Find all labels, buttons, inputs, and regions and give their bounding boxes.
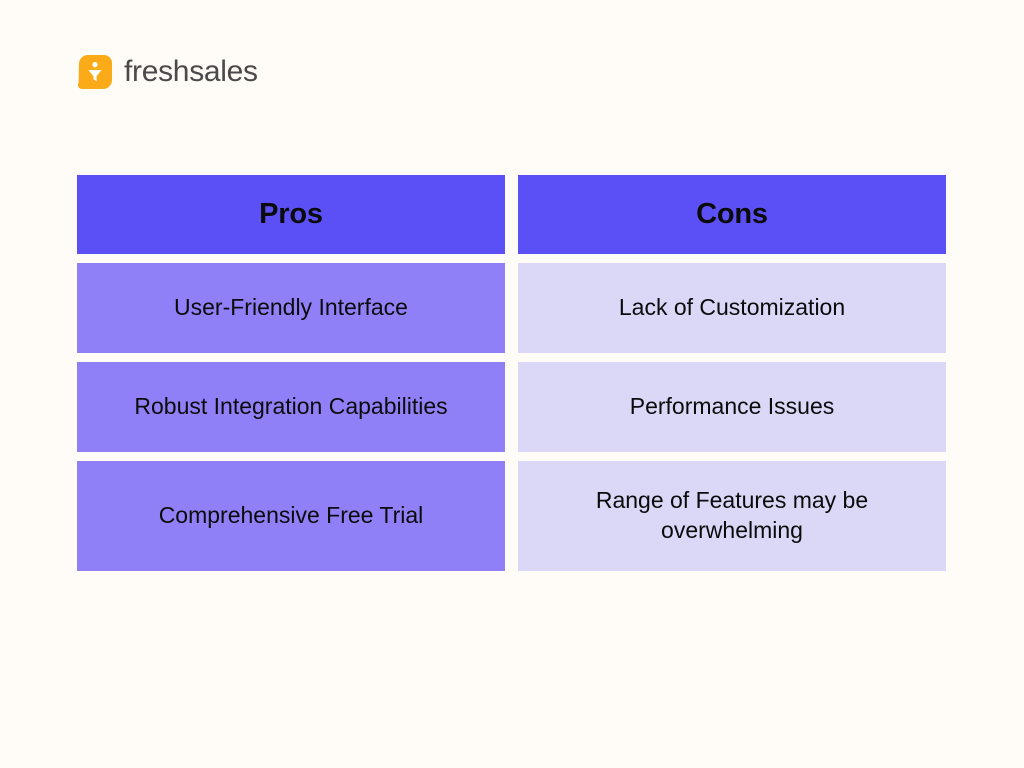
pros-header: Pros	[77, 175, 505, 254]
brand-wordmark: freshsales	[124, 55, 258, 88]
cons-row-2: Performance Issues	[518, 362, 946, 452]
pros-row-2: Robust Integration Capabilities	[77, 362, 505, 452]
funnel-icon	[78, 55, 112, 89]
pros-row-1: User-Friendly Interface	[77, 263, 505, 353]
pros-cons-table: Pros User-Friendly Interface Robust Inte…	[77, 175, 947, 571]
cons-row-1: Lack of Customization	[518, 263, 946, 353]
freshsales-logo: freshsales	[78, 55, 258, 89]
cons-column: Cons Lack of Customization Performance I…	[518, 175, 946, 571]
cons-row-3: Range of Features may be overwhelming	[518, 461, 946, 571]
pros-column: Pros User-Friendly Interface Robust Inte…	[77, 175, 505, 571]
pros-row-3: Comprehensive Free Trial	[77, 461, 505, 571]
cons-header: Cons	[518, 175, 946, 254]
